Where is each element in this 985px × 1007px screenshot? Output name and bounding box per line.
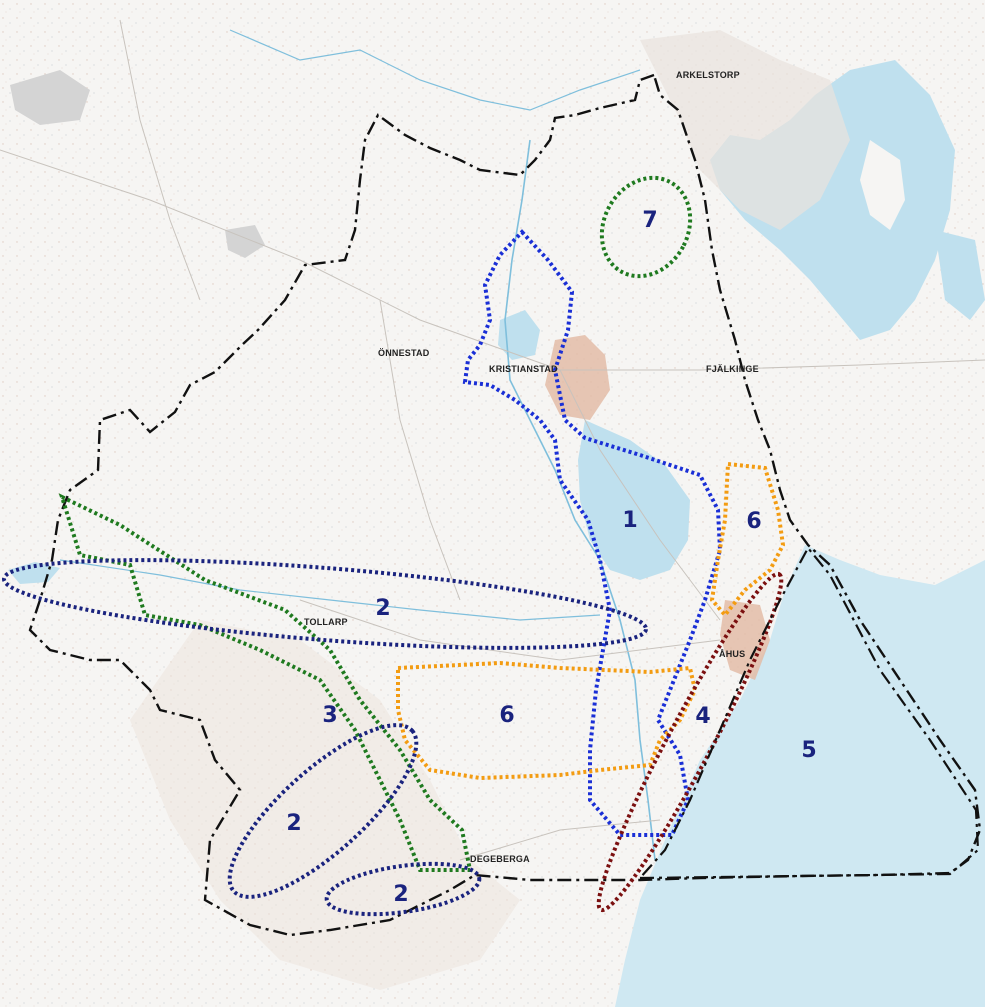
zone-5-label: 5	[801, 738, 816, 763]
zone-6b-outline	[709, 461, 786, 619]
zone-2c-outline	[324, 861, 482, 917]
zone-6b-label: 6	[746, 509, 761, 534]
lake-ivosjon	[710, 60, 955, 340]
urban-west-town	[10, 70, 90, 125]
zone-4-label: 4	[695, 704, 710, 729]
terrain-northeast	[640, 30, 850, 230]
zone-3-label: 3	[322, 703, 337, 728]
zone-5-outline	[637, 546, 980, 880]
road-network	[0, 19, 985, 861]
lake-east	[935, 230, 985, 320]
place-fjalkinge: FJÄLKINGE	[706, 364, 759, 374]
zone-2a-label: 2	[375, 596, 390, 621]
urban-grey-2	[225, 225, 265, 258]
zone-1-outline	[462, 229, 723, 837]
zone-6a-outline	[396, 660, 698, 781]
place-arkelstorp: ARKELSTORP	[676, 70, 740, 80]
terrain-southwest	[130, 620, 520, 990]
sea-hano-bay	[615, 545, 985, 1007]
municipality-boundary	[28, 73, 982, 937]
zone-3-outline	[58, 493, 473, 872]
river-helge-a	[504, 139, 656, 861]
zone-2b-label: 2	[286, 811, 301, 836]
place-degeberga: DEGEBERGA	[470, 854, 530, 864]
place-tollarp: TOLLARP	[304, 617, 348, 627]
place-onnestad: ÖNNESTAD	[378, 348, 430, 358]
zone-7-outline	[599, 175, 693, 279]
zone-2a-outline	[1, 558, 649, 650]
zone-2b-outline	[227, 723, 419, 899]
urban-ahus	[720, 600, 770, 680]
river-west	[59, 559, 601, 621]
zone-2c-label: 2	[393, 882, 408, 907]
place-kristianstad: KRISTIANSTAD	[489, 364, 558, 374]
zone-7-label: 7	[642, 208, 657, 233]
zone-6a-label: 6	[499, 703, 514, 728]
river-north	[229, 29, 641, 111]
lake-araslovssjon	[498, 310, 540, 360]
lake-levrasjon	[860, 140, 905, 230]
lake-hammarsjon	[578, 420, 690, 580]
place-ahus: ÅHUS	[719, 649, 745, 659]
zone-1-label: 1	[622, 508, 637, 533]
